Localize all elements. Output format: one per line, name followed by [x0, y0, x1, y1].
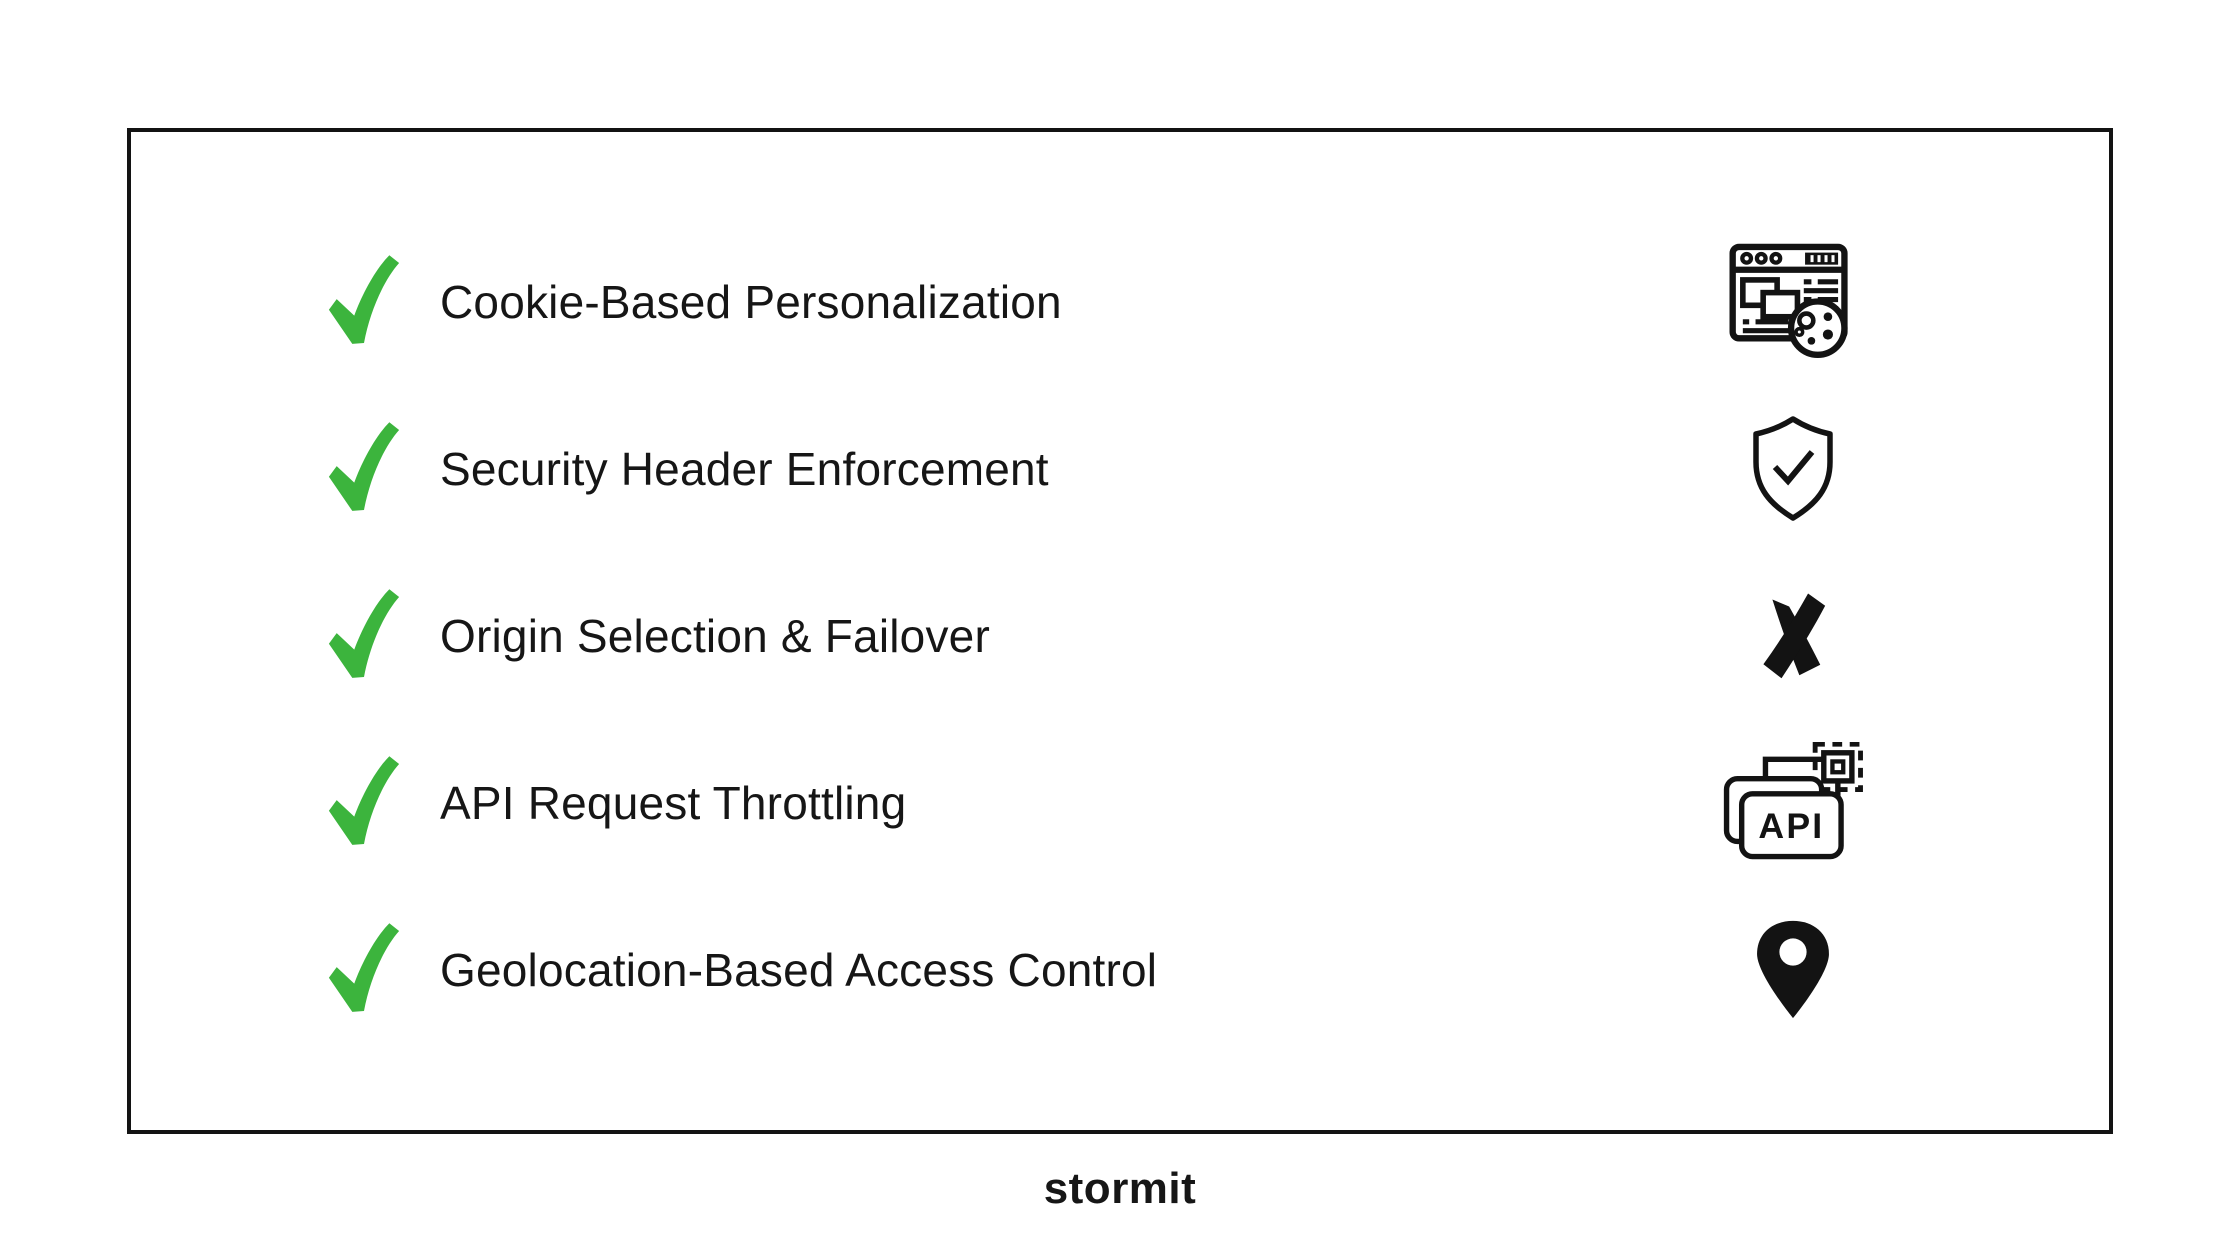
location-pin-icon — [1757, 920, 1829, 1019]
check-icon — [328, 755, 400, 845]
checklist-row: Cookie-Based Personalization — [325, 218, 1880, 385]
check-icon — [328, 922, 400, 1012]
brand-logo: stormit — [1043, 1164, 1197, 1213]
check-icon — [328, 421, 400, 511]
item-label: Cookie-Based Personalization — [440, 275, 1062, 328]
feature-icon-slot — [1706, 553, 1880, 718]
checklist-row: Geolocation-Based Access Control — [325, 886, 1880, 1053]
item-label: Security Header Enforcement — [440, 442, 1049, 495]
api-icon-label: API — [1758, 806, 1824, 846]
browser-cookie-icon — [1729, 243, 1848, 359]
feature-panel: Cookie-Based Personalization — [127, 128, 2113, 1134]
checklist-row: API Request Throttling API — [325, 719, 1880, 886]
item-label: API Request Throttling — [440, 776, 907, 829]
shield-check-icon — [1753, 415, 1833, 521]
api-icon: API — [1723, 742, 1863, 860]
item-label: Geolocation-Based Access Control — [440, 943, 1158, 996]
checklist-row: Security Header Enforcement — [325, 385, 1880, 552]
check-icon — [328, 254, 400, 344]
feature-icon-slot: API — [1706, 720, 1880, 885]
feature-icon-slot — [1706, 386, 1880, 551]
feature-icon-slot — [1706, 887, 1880, 1052]
feature-icon-slot — [1706, 219, 1880, 384]
item-label: Origin Selection & Failover — [440, 609, 990, 662]
x-mark-icon — [1763, 592, 1826, 678]
check-icon — [328, 588, 400, 678]
checklist-row: Origin Selection & Failover — [325, 552, 1880, 719]
